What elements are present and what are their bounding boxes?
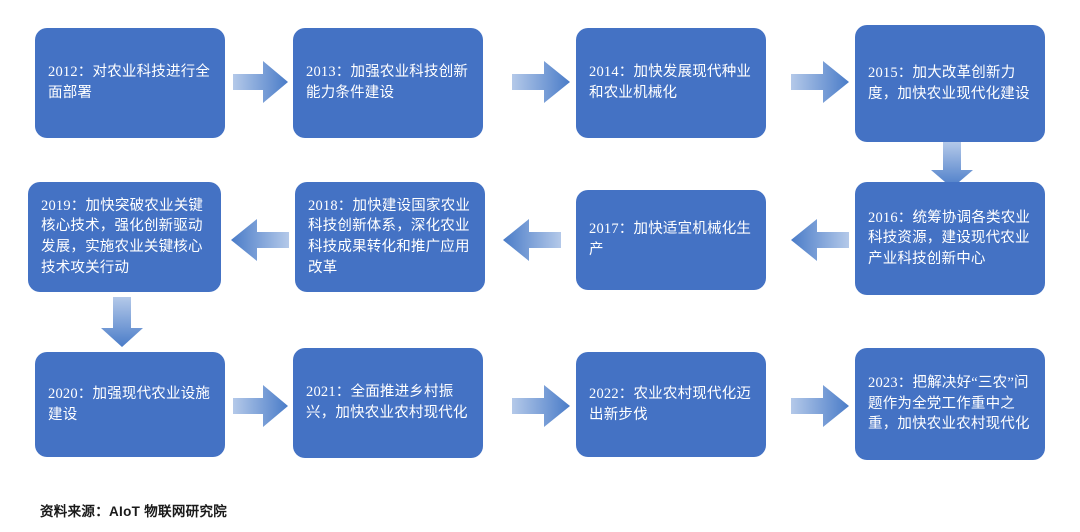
flow-node-2023-label: 2023：把解决好“三农”问题作为全党工作重中之重，加快农业农村现代化 xyxy=(868,375,1030,433)
connector-arrow-down-2019-2020 xyxy=(100,297,144,347)
flow-node-2018-label: 2018：加快建设国家农业科技创新体系，深化农业科技成果转化和推广应用改革 xyxy=(308,197,471,276)
connector-arrow-right-2020-2021 xyxy=(233,382,288,430)
connector-arrow-right-2014-2015 xyxy=(791,58,849,106)
flow-node-2015[interactable]: 2015：加大改革创新力度，加快农业现代化建设 xyxy=(855,25,1045,142)
flow-node-2018[interactable]: 2018：加快建设国家农业科技创新体系，深化农业科技成果转化和推广应用改革 xyxy=(295,182,485,292)
connector-arrow-down-2015-2016 xyxy=(930,142,974,188)
connector-arrow-left-2016-2017 xyxy=(791,216,849,264)
flow-node-2013[interactable]: 2013：加强农业科技创新能力条件建设 xyxy=(293,28,483,138)
flow-node-2014-label: 2014：加快发展现代种业和农业机械化 xyxy=(589,64,752,101)
flow-node-2019-label: 2019：加快突破农业关键核心技术，强化创新驱动发展，实施农业关键核心技术攻关行… xyxy=(41,197,204,276)
flow-node-2015-label: 2015：加大改革创新力度，加快农业现代化建设 xyxy=(868,64,1030,102)
source-note: 资料来源：AIoT 物联网研究院 xyxy=(40,504,228,519)
flow-node-2020-label: 2020：加强现代农业设施建设 xyxy=(48,385,211,423)
flow-node-2019[interactable]: 2019：加快突破农业关键核心技术，强化创新驱动发展，实施农业关键核心技术攻关行… xyxy=(28,182,221,292)
connector-arrow-right-2022-2023 xyxy=(791,382,849,430)
connector-arrow-right-2013-2014 xyxy=(512,58,570,106)
flow-node-2012[interactable]: 2012：对农业科技进行全面部署 xyxy=(35,28,225,138)
connector-arrow-left-2018-2019 xyxy=(231,216,289,264)
flow-node-2012-label: 2012：对农业科技进行全面部署 xyxy=(48,64,211,101)
flow-node-2021[interactable]: 2021：全面推进乡村振兴，加快农业农村现代化 xyxy=(293,348,483,458)
flow-node-2023[interactable]: 2023：把解决好“三农”问题作为全党工作重中之重，加快农业农村现代化 xyxy=(855,348,1045,460)
flow-node-2017-label: 2017：加快适宜机械化生产 xyxy=(589,221,752,258)
connector-arrow-right-2012-2013 xyxy=(233,58,288,106)
flow-node-2020[interactable]: 2020：加强现代农业设施建设 xyxy=(35,352,225,457)
flow-node-2016[interactable]: 2016：统筹协调各类农业科技资源，建设现代农业产业科技创新中心 xyxy=(855,182,1045,295)
flow-node-2022[interactable]: 2022：农业农村现代化迈出新步伐 xyxy=(576,352,766,457)
flow-node-2022-label: 2022：农业农村现代化迈出新步伐 xyxy=(589,385,752,423)
connector-arrow-left-2017-2018 xyxy=(503,216,561,264)
flow-node-2014[interactable]: 2014：加快发展现代种业和农业机械化 xyxy=(576,28,766,138)
flow-node-2021-label: 2021：全面推进乡村振兴，加快农业农村现代化 xyxy=(306,384,468,421)
flow-node-2013-label: 2013：加强农业科技创新能力条件建设 xyxy=(306,64,469,101)
flow-node-2017[interactable]: 2017：加快适宜机械化生产 xyxy=(576,190,766,290)
connector-arrow-right-2021-2022 xyxy=(512,382,570,430)
flow-node-2016-label: 2016：统筹协调各类农业科技资源，建设现代农业产业科技创新中心 xyxy=(868,209,1031,267)
